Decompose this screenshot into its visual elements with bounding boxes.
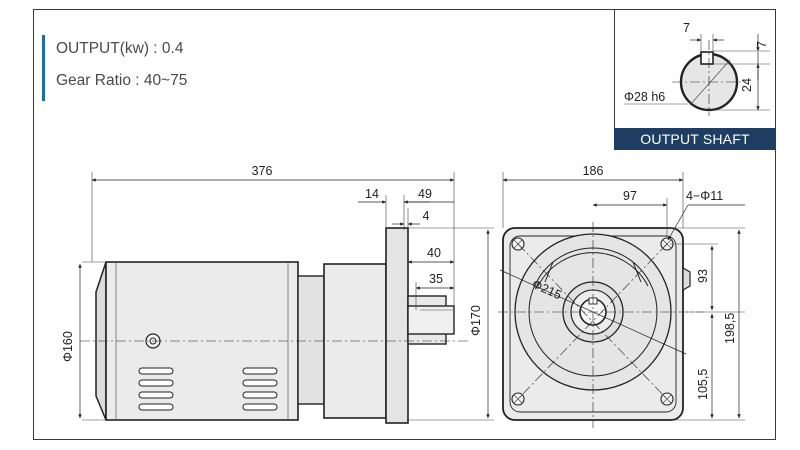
body-diameter-label: Φ160 <box>61 331 75 362</box>
motor-front-view <box>498 222 704 428</box>
dim-93-label: 93 <box>696 269 710 283</box>
shaft-section-drawing <box>624 34 770 116</box>
info-accent-bar <box>42 35 45 101</box>
front-view-dimensions <box>502 172 745 421</box>
dim-105-5-label: 105,5 <box>696 369 710 400</box>
motor-side-view <box>80 227 470 424</box>
output-spec: OUTPUT(kw) : 0.4 <box>56 40 184 57</box>
side-view-dimensions <box>78 172 494 421</box>
overall-length-label: 376 <box>252 164 273 178</box>
shaft-height-label: 24 <box>740 78 754 92</box>
output-shaft-caption: OUTPUT SHAFT <box>614 128 776 150</box>
dim-40-label: 40 <box>427 246 441 260</box>
front-width-label: 186 <box>583 164 604 178</box>
dim-97-label: 97 <box>623 189 637 203</box>
shaft-key-depth-label: 7 <box>755 41 769 48</box>
dim-35-label: 35 <box>429 272 443 286</box>
dim-14-label: 14 <box>365 187 379 201</box>
mounting-holes-label: 4−Φ11 <box>686 189 723 203</box>
shaft-diameter-label: Φ28 h6 <box>624 90 665 104</box>
gear-ratio-spec: Gear Ratio : 40~75 <box>56 72 188 89</box>
shaft-key-width-label: 7 <box>683 21 690 35</box>
dim-198-5-label: 198,5 <box>723 313 737 344</box>
dim-49-label: 49 <box>418 187 432 201</box>
flange-pilot-label: Φ170 <box>469 305 483 336</box>
dim-4-label: 4 <box>423 209 430 223</box>
